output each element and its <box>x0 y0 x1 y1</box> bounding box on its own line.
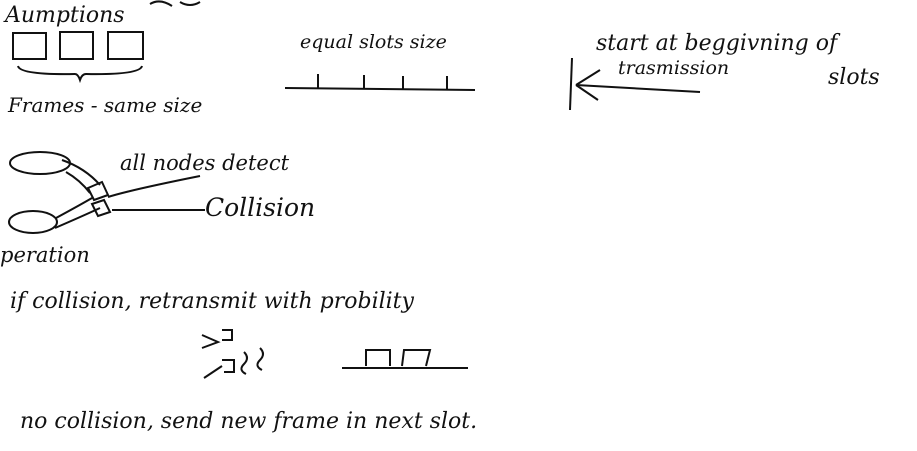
probability-scribble-icon <box>201 329 264 379</box>
no-collision-text: no collision, send new frame in next slo… <box>20 409 477 434</box>
start-at-text-line1: start at beggivning of <box>596 31 841 56</box>
all-nodes-detect-text: all nodes detect <box>120 151 290 175</box>
collision-text: Collision <box>205 193 315 222</box>
equal-slots-text: equal slots size <box>300 31 447 53</box>
arrow-left-icon <box>569 57 701 111</box>
operation-heading: peration <box>0 243 90 267</box>
frames-same-size-text: Frames - same size <box>7 93 202 117</box>
frames-boxes-icon <box>12 31 144 84</box>
cut-off-heading-scribble <box>149 0 201 7</box>
collision-sketch-icon <box>8 151 205 234</box>
slot-frames-scribble-icon <box>342 349 468 369</box>
if-collision-text: if collision, retransmit with probility <box>10 289 415 314</box>
slots-timeline-icon <box>284 74 476 91</box>
start-at-text-line3: slots <box>828 65 880 90</box>
assumptions-heading: Aumptions <box>3 3 125 28</box>
start-at-text-line2: trasmission <box>618 57 729 79</box>
